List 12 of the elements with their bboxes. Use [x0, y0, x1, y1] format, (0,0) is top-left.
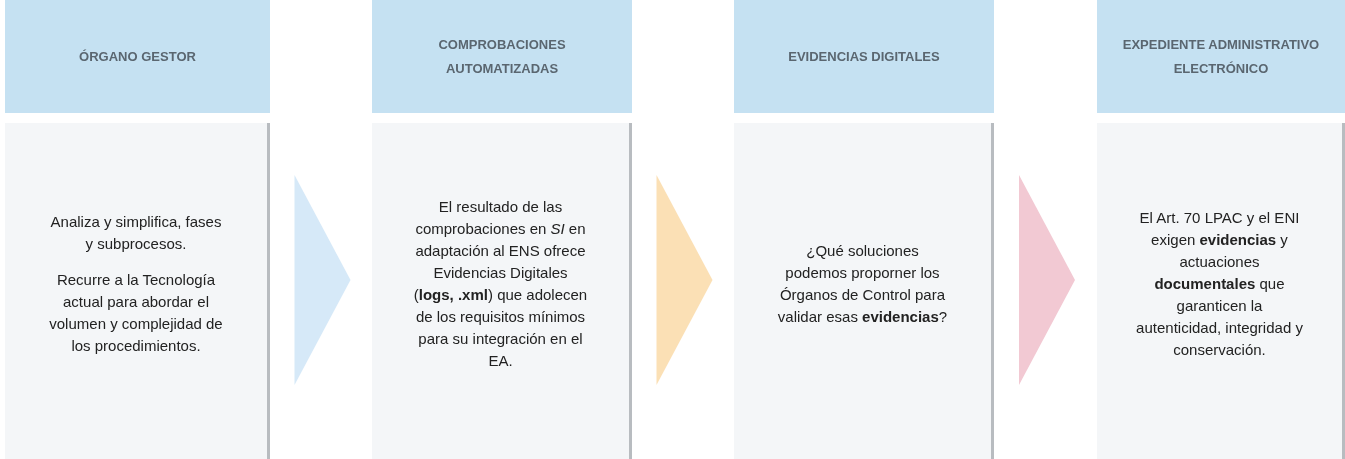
body-text: Recurre a la Tecnología actual para abordar el volumen y complejidad de los procedimientos. — [48, 270, 224, 356]
chevron-arrow — [1019, 175, 1075, 385]
header-text: EXPEDIENTE ADMINISTRATIVO ELECTRÓNICO — [1121, 35, 1321, 78]
body-text: El resultado de las comprobaciones en SI en adaptación al ENS ofrece Evidencias Digitales (logs, .xml) que adolecen de los requisitos mínimos para su integración en el EA. — [413, 197, 588, 371]
header-text: COMPROBACIONES AUTOMATIZADAS — [437, 35, 567, 78]
body-text: ¿Qué soluciones podemos proporner los Órganos de Control para validar esas evidencias? — [776, 241, 949, 327]
header-text: EVIDENCIAS DIGITALES — [787, 47, 941, 66]
chevron-arrow — [656, 175, 713, 385]
body-text: El Art. 70 LPAC y el ENI exigen evidencias y actuaciones documentales que garanticen la autenticidad, integridad y conservación. — [1135, 208, 1304, 360]
chevron-arrow — [294, 175, 351, 385]
header-text: ÓRGANO GESTOR — [78, 47, 197, 66]
body-text: Analiza y simplifica, fases y subprocesos. — [49, 212, 223, 254]
